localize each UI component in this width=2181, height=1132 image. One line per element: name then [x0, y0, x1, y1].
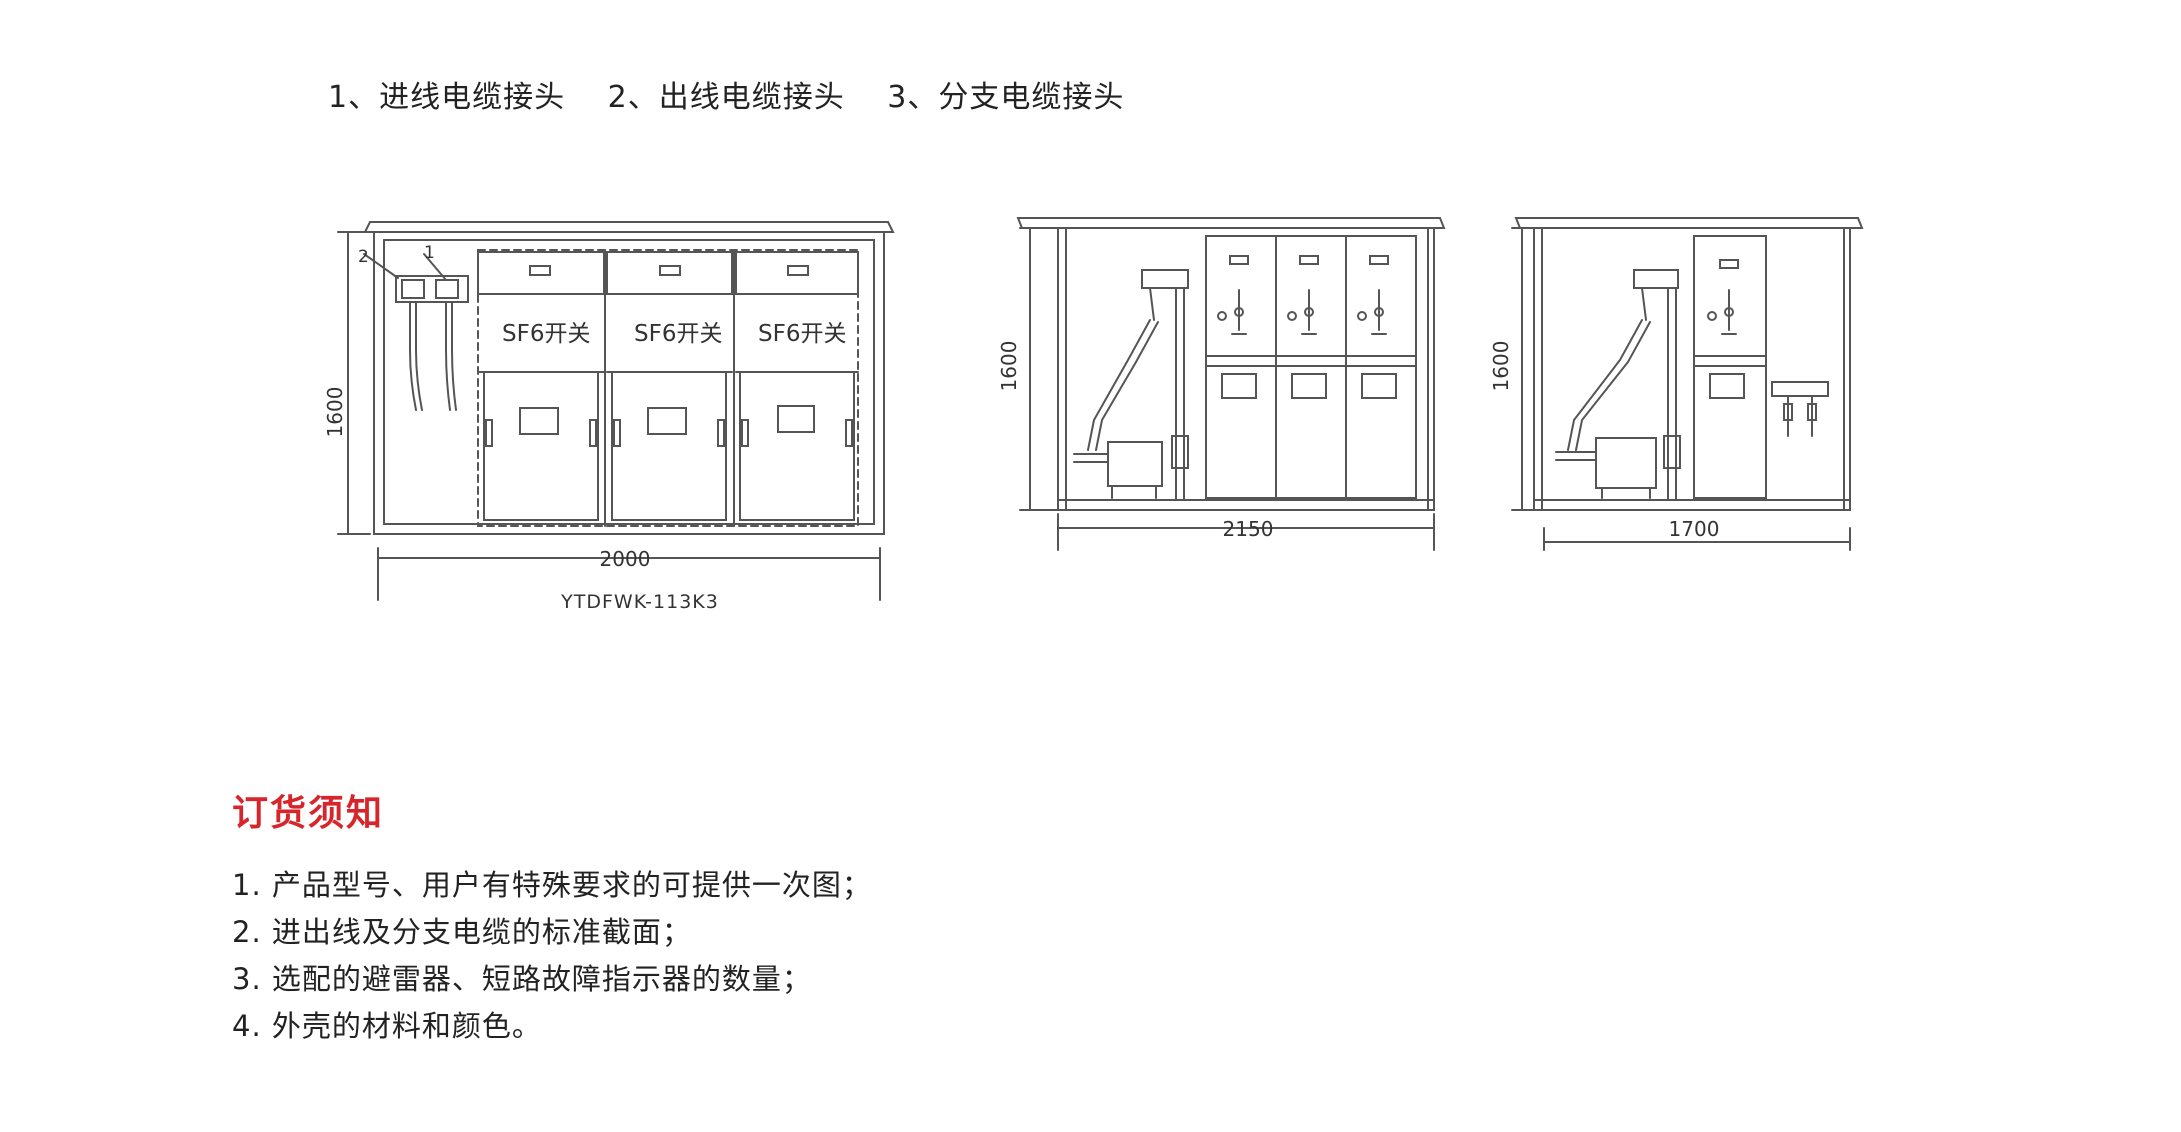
side-b-width-label: 1700 — [1669, 517, 1720, 541]
front-switch-label-3: SF6开关 — [758, 321, 846, 347]
side-a-height-label: 1600 — [997, 341, 1021, 392]
front-callout-1: 1 — [424, 243, 435, 263]
order-notes-list: 1. 产品型号、用户有特殊要求的可提供一次图； 2. 进出线及分支电缆的标准截面… — [232, 862, 872, 1050]
legend-item-outgoing: 2、出线电缆接头 — [607, 80, 845, 115]
order-note-item: 3. 选配的避雷器、短路故障指示器的数量； — [232, 962, 812, 996]
order-note-item: 4. 外壳的材料和颜色。 — [232, 1009, 542, 1043]
side-view-b-diagram: 1600 1700 — [1489, 217, 1864, 551]
front-model-label: YTDFWK-113K3 — [560, 591, 719, 613]
order-note-item: 1. 产品型号、用户有特殊要求的可提供一次图； — [232, 868, 872, 902]
front-callout-2: 2 — [358, 247, 369, 267]
legend-item-incoming: 1、进线电缆接头 — [328, 80, 566, 115]
order-notes-title: 订货须知 — [232, 793, 385, 834]
cable-joint-legend: 1、进线电缆接头 2、出线电缆接头 3、分支电缆接头 — [328, 72, 1156, 116]
side-a-width-label: 2150 — [1223, 517, 1274, 541]
front-view-diagram: SF6开关 SF6开关 SF6开关 2 1 1600 2000 YTDFWK-1… — [323, 221, 895, 613]
front-height-label: 1600 — [323, 387, 347, 438]
cabinet-drawings: SF6开关 SF6开关 SF6开关 2 1 1600 2000 YTDFWK-1… — [323, 217, 1864, 613]
front-width-label: 2000 — [600, 547, 651, 571]
side-view-a-diagram: 1600 2150 — [997, 217, 1446, 551]
front-switch-label-1: SF6开关 — [502, 321, 590, 347]
front-switch-label-2: SF6开关 — [634, 321, 722, 347]
legend-item-branch: 3、分支电缆接头 — [887, 80, 1125, 115]
order-note-item: 2. 进出线及分支电缆的标准截面； — [232, 915, 692, 949]
side-b-height-label: 1600 — [1489, 341, 1513, 392]
